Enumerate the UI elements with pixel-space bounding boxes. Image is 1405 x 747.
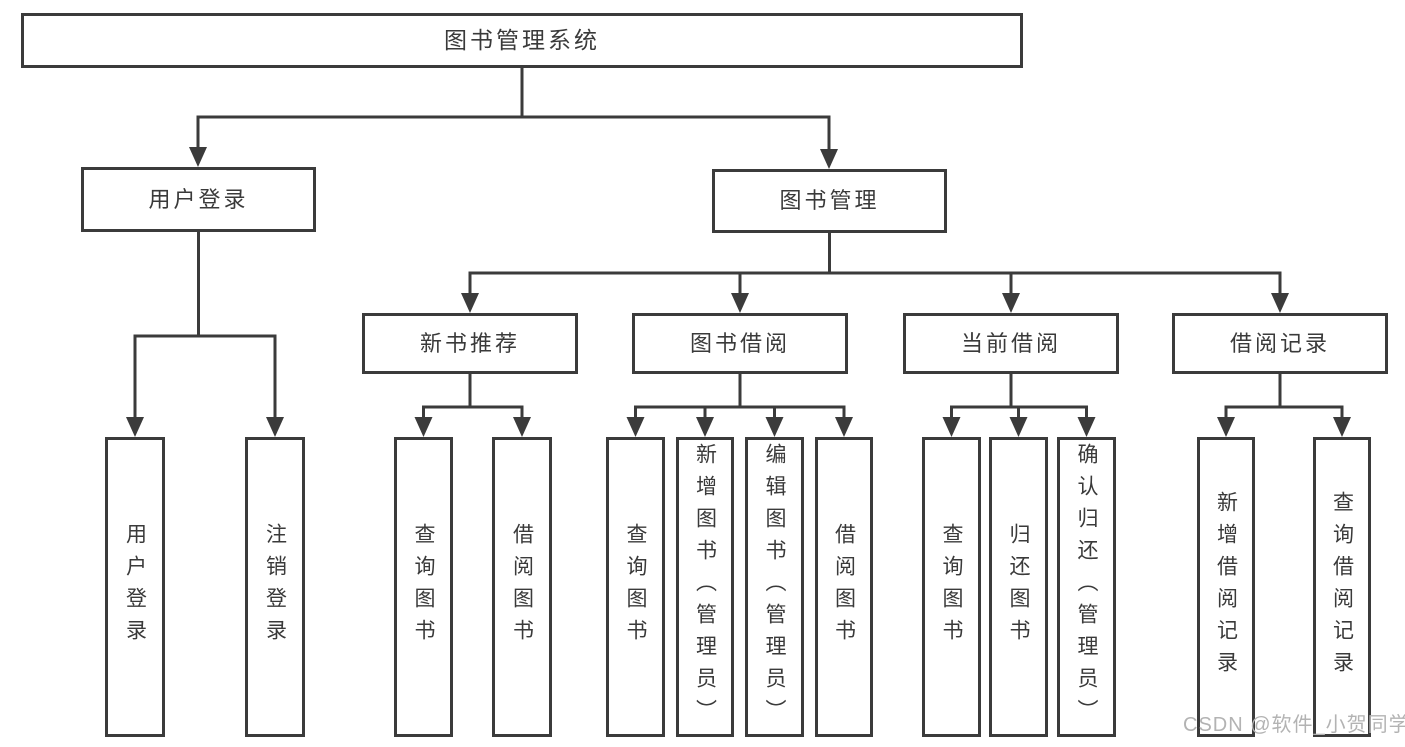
node-user-login-label: 用户登录 xyxy=(148,186,249,212)
connector-new-book-recommend-to-leaves xyxy=(414,374,531,437)
connector-borrow-records-to-leaves xyxy=(1217,374,1351,437)
connector-current-borrow-to-leaves xyxy=(942,374,1096,437)
node-book-borrow: 图书借阅 xyxy=(632,313,848,374)
leaf-user-login-label: 用户登录 xyxy=(123,523,147,651)
watermark: CSDN @软件_小贺同学 xyxy=(1183,714,1405,736)
leaf-borrow-add-books-admin-label: 新增图书（管理员） xyxy=(693,443,717,731)
connector-root-to-level2 xyxy=(189,68,838,169)
leaf-borrow-edit-books-admin: 编辑图书（管理员） xyxy=(745,437,804,737)
node-book-management-label: 图书管理 xyxy=(779,188,880,213)
leaf-borrow-edit-books-admin-label: 编辑图书（管理员） xyxy=(763,443,786,731)
connector-user-login-to-leaves xyxy=(126,232,284,437)
node-current-borrow-label: 当前借阅 xyxy=(960,330,1061,356)
node-book-management: 图书管理 xyxy=(712,169,947,233)
node-root: 图书管理系统 xyxy=(21,13,1023,68)
node-current-borrow: 当前借阅 xyxy=(903,313,1119,374)
leaf-records-add-record-label: 新增借阅记录 xyxy=(1214,491,1238,683)
leaf-records-add-record: 新增借阅记录 xyxy=(1197,437,1255,737)
leaf-newbook-query-books-label: 查询图书 xyxy=(412,523,435,651)
leaf-borrow-borrow-books: 借阅图书 xyxy=(815,437,873,737)
leaf-current-query-books: 查询图书 xyxy=(922,437,981,737)
node-borrow-records: 借阅记录 xyxy=(1172,313,1388,374)
node-new-book-recommend-label: 新书推荐 xyxy=(419,330,520,356)
node-user-login: 用户登录 xyxy=(81,167,316,232)
leaf-current-return-books-label: 归还图书 xyxy=(1007,523,1030,651)
leaf-borrow-query-books-label: 查询图书 xyxy=(624,523,647,651)
leaf-borrow-add-books-admin: 新增图书（管理员） xyxy=(676,437,734,737)
leaf-current-confirm-return-admin-label: 确认归还（管理员） xyxy=(1075,443,1098,731)
leaf-logout-label: 注销登录 xyxy=(263,523,287,651)
leaf-records-query-record: 查询借阅记录 xyxy=(1313,437,1371,737)
node-root-label: 图书管理系统 xyxy=(444,27,600,53)
leaf-current-query-books-label: 查询图书 xyxy=(940,523,963,651)
leaf-borrow-query-books: 查询图书 xyxy=(606,437,665,737)
leaf-newbook-borrow-books-label: 借阅图书 xyxy=(510,523,534,651)
connector-book-management-to-level3 xyxy=(461,233,1289,313)
leaf-user-login: 用户登录 xyxy=(105,437,165,737)
node-new-book-recommend: 新书推荐 xyxy=(362,313,578,374)
leaf-newbook-query-books: 查询图书 xyxy=(394,437,453,737)
leaf-current-confirm-return-admin: 确认归还（管理员） xyxy=(1057,437,1116,737)
node-book-borrow-label: 图书借阅 xyxy=(689,330,790,356)
leaf-logout: 注销登录 xyxy=(245,437,305,737)
connector-book-borrow-to-leaves xyxy=(626,374,853,437)
leaf-records-query-record-label: 查询借阅记录 xyxy=(1330,491,1354,683)
node-borrow-records-label: 借阅记录 xyxy=(1229,330,1330,356)
leaf-current-return-books: 归还图书 xyxy=(989,437,1048,737)
leaf-borrow-borrow-books-label: 借阅图书 xyxy=(832,523,856,651)
leaf-newbook-borrow-books: 借阅图书 xyxy=(492,437,552,737)
